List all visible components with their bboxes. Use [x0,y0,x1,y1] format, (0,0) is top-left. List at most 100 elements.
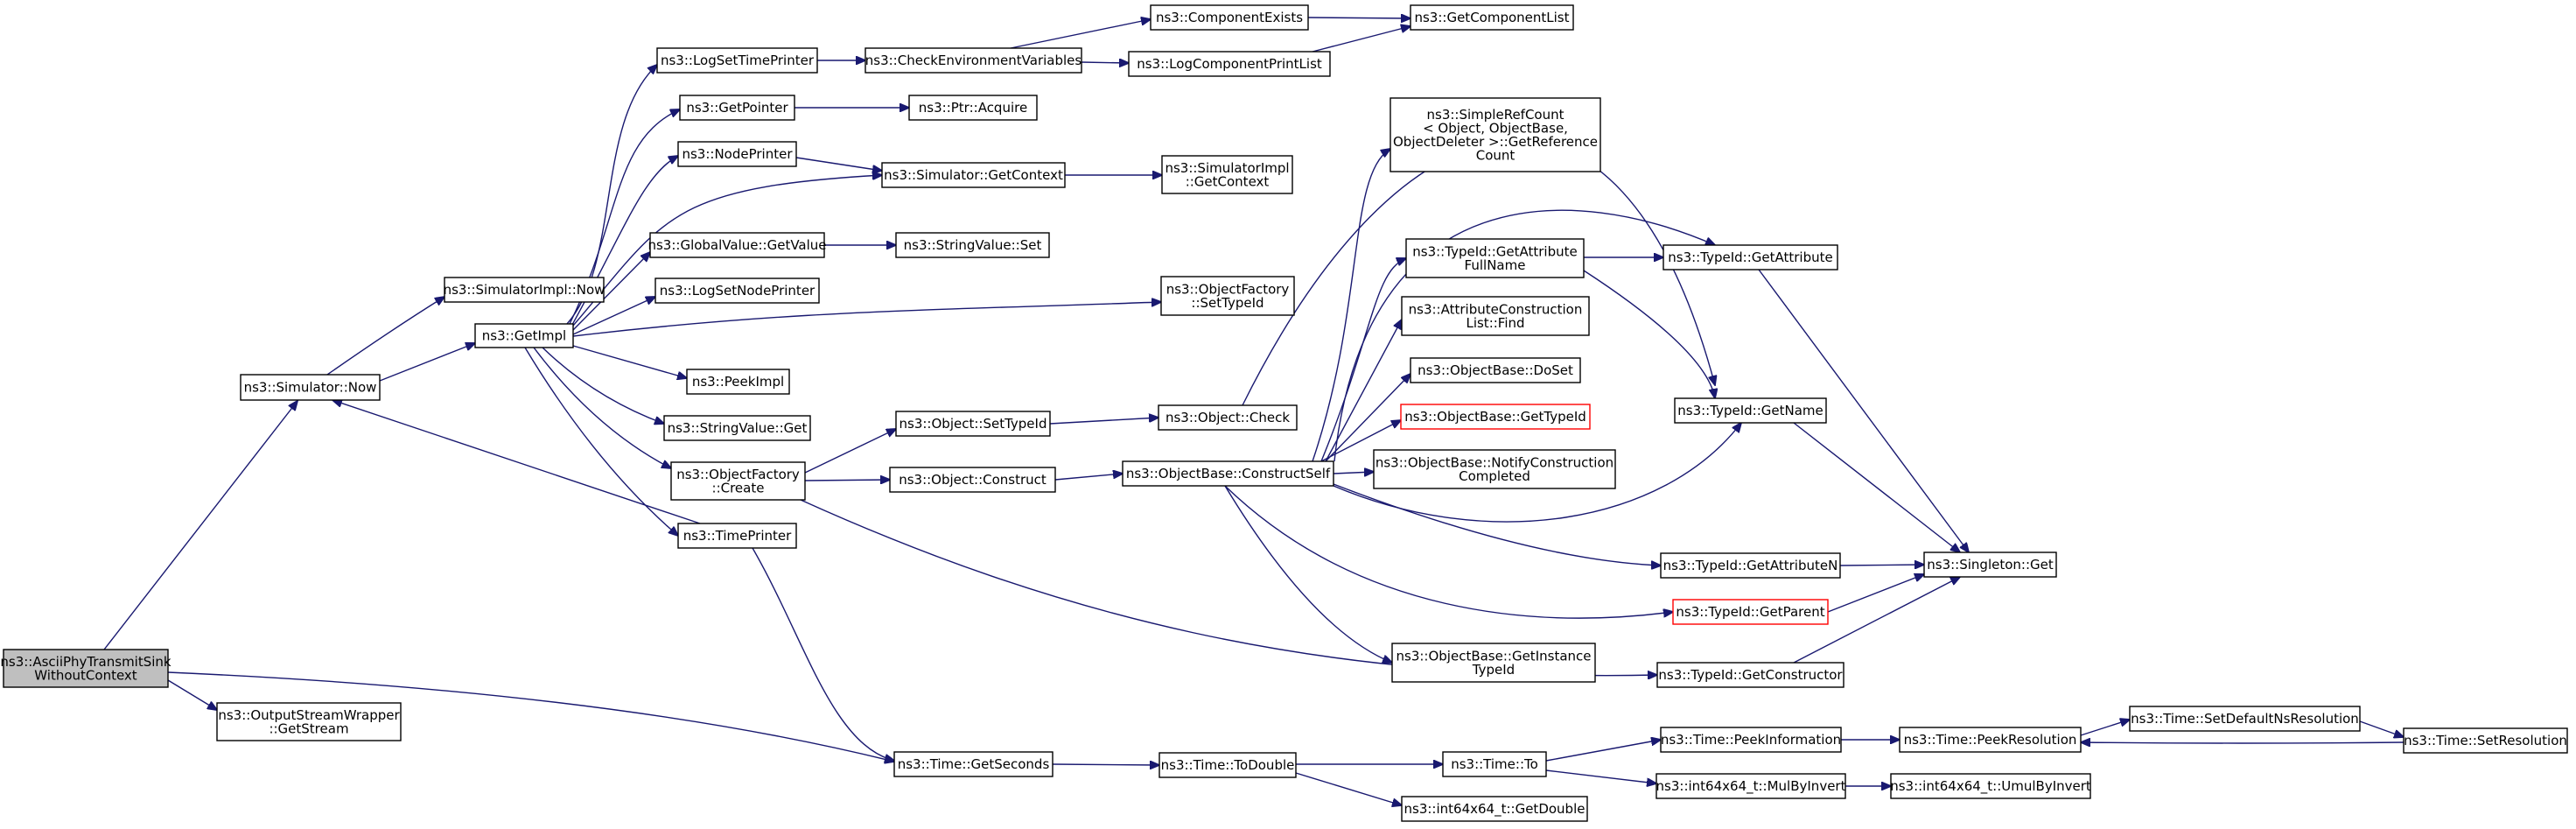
node-box [216,702,402,741]
node-box [1410,4,1574,31]
node-box [1401,796,1588,822]
node-label: ns3::Simulator::GetContext [884,167,1063,183]
edge-obconstructself-to-tidgetattrn [1333,483,1661,566]
node-simimplctx[interactable]: ns3::SimulatorImpl::GetContext [1161,155,1293,194]
node-tidgetname[interactable]: ns3::TypeId::GetName [1674,397,1827,424]
node-singletonget[interactable]: ns3::Singleton::Get [1923,551,2057,578]
edge-obconstructself-to-obnotify [1333,472,1374,474]
edge-getimpl-to-ofcreate [533,347,671,468]
edge-logcompprint-to-getcomplist [1312,26,1410,53]
node-label: ns3::ObjectFactory [676,467,800,482]
node-label: ns3::Object::Check [1166,410,1290,425]
node-label: ns3::Ptr::Acquire [919,100,1027,116]
node-getsec[interactable]: ns3::Time::GetSeconds [893,751,1054,777]
edge-obconstructself-to-tidgetparent [1224,485,1673,619]
node-ptracquire[interactable]: ns3::Ptr::Acquire [908,95,1038,121]
node-timesetdefns[interactable]: ns3::Time::SetDefaultNsResolution [2129,706,2361,732]
node-label: ns3::ObjectFactory [1166,281,1290,297]
node-getpointer[interactable]: ns3::GetPointer [679,95,795,121]
node-logsettime[interactable]: ns3::LogSetTimePrinter [656,47,818,74]
node-simimplnow[interactable]: ns3::SimulatorImpl::Now [444,277,606,303]
node-tidgetattr[interactable]: ns3::TypeId::GetAttribute [1662,244,1838,270]
node-label: ns3::AsciiPhyTransmitSink [0,654,172,670]
node-tidgetparent[interactable]: ns3::TypeId::GetParent [1672,599,1829,625]
node-objcheck[interactable]: ns3::Object::Check [1158,404,1298,431]
edge-getimpl-to-simgetctx [572,175,882,327]
node-obconstructself[interactable]: ns3::ObjectBase::ConstructSelf [1122,460,1334,487]
node-todouble[interactable]: ns3::Time::ToDouble [1158,752,1297,778]
node-label: ns3::Time::PeekInformation [1661,732,1841,748]
edge-timesetdefns-to-timesetres [2359,720,2404,737]
edge-obconstructself-to-tidattrfull [1320,258,1406,462]
node-checkenv[interactable]: ns3::CheckEnvironmentVariables [864,47,1082,74]
node-box [1150,4,1309,31]
edge-getimpl-to-ofsettid [572,302,1161,337]
node-i64getdouble[interactable]: ns3::int64x64_t::GetDouble [1401,796,1588,822]
node-label: ns3::GetPointer [686,100,788,116]
node-i64mulbyinv[interactable]: ns3::int64x64_t::MulByInvert [1656,773,1846,799]
node-objconstruct[interactable]: ns3::Object::Construct [889,467,1056,493]
node-label: ns3::ObjectBase::NotifyConstruction [1376,454,1614,470]
node-osw[interactable]: ns3::OutputStreamWrapper::GetStream [216,702,402,741]
node-tidgetctor[interactable]: ns3::TypeId::GetConstructor [1656,662,1844,688]
node-logsetnode[interactable]: ns3::LogSetNodePrinter [654,278,820,304]
node-label: ns3::TypeId::GetAttributeN [1663,558,1838,573]
node-ofsettid[interactable]: ns3::ObjectFactory::SetTypeId [1160,276,1295,316]
edge-nodeprinter-to-simgetctx [795,157,882,171]
node-getimpl[interactable]: ns3::GetImpl [474,323,574,348]
edge-getsec-to-todouble [1052,764,1159,765]
node-box [1158,404,1298,431]
node-label: ns3::Object::SetTypeId [900,416,1047,432]
edge-ofcreate-to-objconstruct [804,480,890,481]
node-obnotify[interactable]: ns3::ObjectBase::NotifyConstructionCompl… [1373,449,1616,489]
edge-tidattrfull-to-tidgetname [1583,270,1715,398]
node-svget[interactable]: ns3::StringValue::Get [663,415,811,441]
node-simgetctx[interactable]: ns3::Simulator::GetContext [881,162,1066,188]
edge-getimpl-to-peekimpl [572,345,687,378]
node-label: ns3::Time::PeekResolution [1904,732,2077,748]
node-ofcreate[interactable]: ns3::ObjectFactory::Create [670,461,806,501]
node-gvgetvalue[interactable]: ns3::GlobalValue::GetValue [648,232,827,258]
node-timepeekinfo[interactable]: ns3::Time::PeekInformation [1660,727,1842,753]
node-box [1890,773,2091,799]
node-label: ns3::StringValue::Set [904,237,1042,253]
node-svset[interactable]: ns3::StringValue::Set [895,232,1050,258]
node-box [908,95,1038,121]
node-timeprinter[interactable]: ns3::TimePrinter [677,523,797,549]
node-timesetres[interactable]: ns3::Time::SetResolution [2403,727,2568,754]
node-box [895,411,1051,437]
node-getcomplist[interactable]: ns3::GetComponentList [1410,4,1574,31]
edge-root-to-osw [167,679,217,710]
node-objsettid[interactable]: ns3::Object::SetTypeId [895,411,1051,437]
node-i64umulbyinv[interactable]: ns3::int64x64_t::UmulByInvert [1890,773,2091,799]
edge-obconstructself-to-obgettid [1320,420,1401,462]
node-timeto[interactable]: ns3::Time::To [1442,751,1547,777]
node-compexists[interactable]: ns3::ComponentExists [1150,4,1309,31]
edge-getimpl-to-timeprinter [524,347,678,536]
node-nodeprinter[interactable]: ns3::NodePrinter [677,141,797,167]
node-label: ns3::StringValue::Get [668,420,808,436]
node-label: ns3::LogComponentPrintList [1137,56,1322,72]
node-srcgetref[interactable]: ns3::SimpleRefCount< Object, ObjectBase,… [1390,97,1601,172]
node-obgettid[interactable]: ns3::ObjectBase::GetTypeId [1400,404,1591,430]
node-timepeekres[interactable]: ns3::Time::PeekResolution [1899,727,2082,753]
node-box [1656,662,1844,688]
node-label: List::Find [1466,315,1524,331]
edge-tidgetattrn-to-singletonget [1839,565,1924,566]
node-box [1899,727,2082,753]
edge-obconstructself-to-srcgetref [1312,149,1390,462]
node-box [1158,752,1297,778]
node-logcompprint[interactable]: ns3::LogComponentPrintList [1128,51,1331,77]
node-obdoset[interactable]: ns3::ObjectBase::DoSet [1410,357,1581,383]
edge-timeprinter-to-getsec [752,547,894,761]
node-label: Completed [1459,468,1530,484]
node-peekimpl[interactable]: ns3::PeekImpl [686,369,790,395]
node-box [654,278,820,304]
node-simnow[interactable]: ns3::Simulator::Now [240,374,381,401]
edge-todouble-to-i64getdouble [1295,772,1402,805]
node-tidgetattrn[interactable]: ns3::TypeId::GetAttributeN [1660,552,1841,579]
